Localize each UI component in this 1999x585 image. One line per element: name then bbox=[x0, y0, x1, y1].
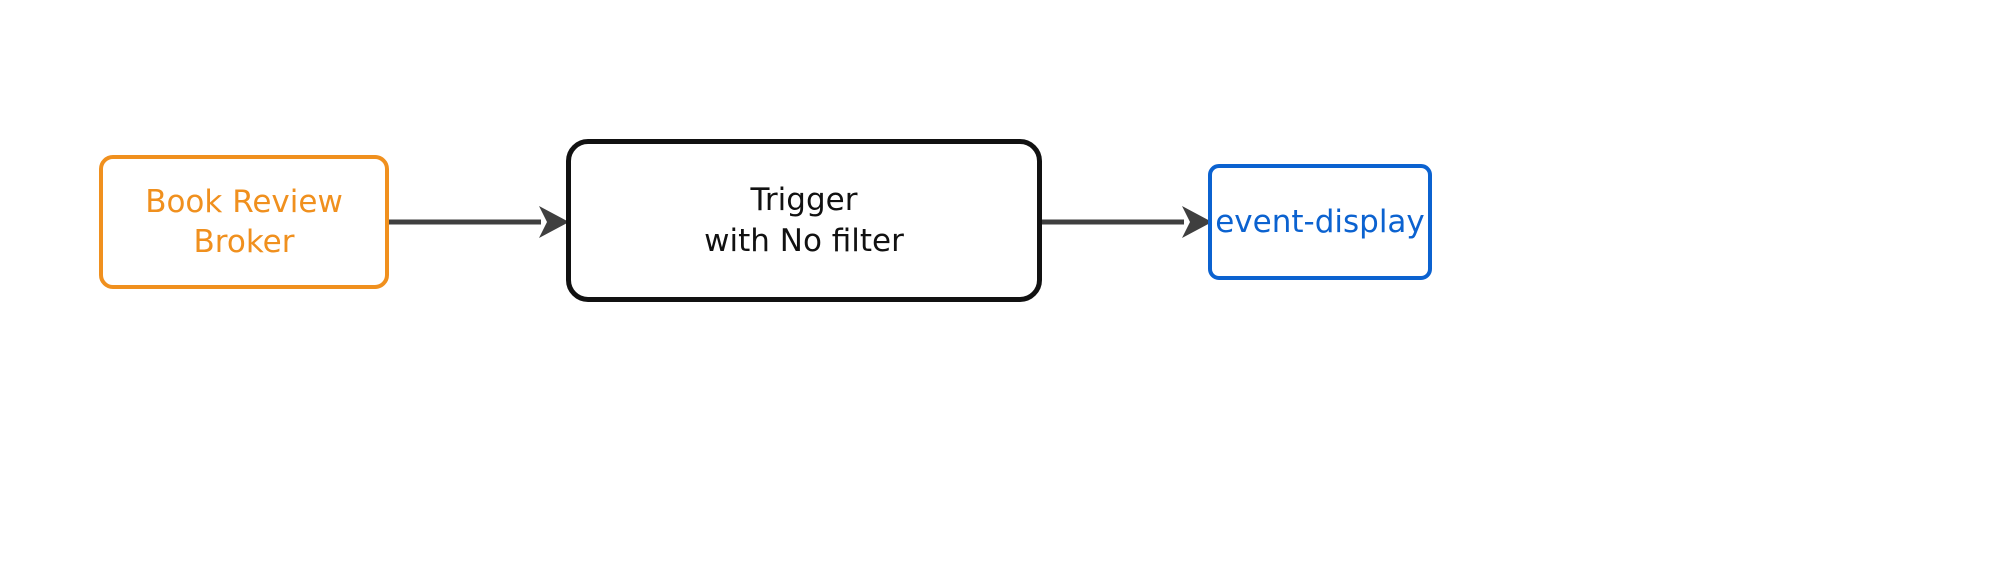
node-trigger-with-no-filter[interactable]: Trigger with No filter bbox=[566, 139, 1042, 302]
node-event-display[interactable]: event-display bbox=[1208, 164, 1432, 280]
arrow-icon bbox=[1042, 206, 1212, 238]
arrow-icon bbox=[389, 206, 569, 238]
edge-broker-to-trigger bbox=[389, 202, 569, 242]
node-label-broker: Book Review Broker bbox=[145, 183, 343, 260]
edge-trigger-to-event-display bbox=[1042, 202, 1212, 242]
node-label-trigger: Trigger with No filter bbox=[704, 182, 904, 259]
node-label-event-display: event-display bbox=[1215, 203, 1425, 240]
node-book-review-broker[interactable]: Book Review Broker bbox=[99, 155, 389, 289]
